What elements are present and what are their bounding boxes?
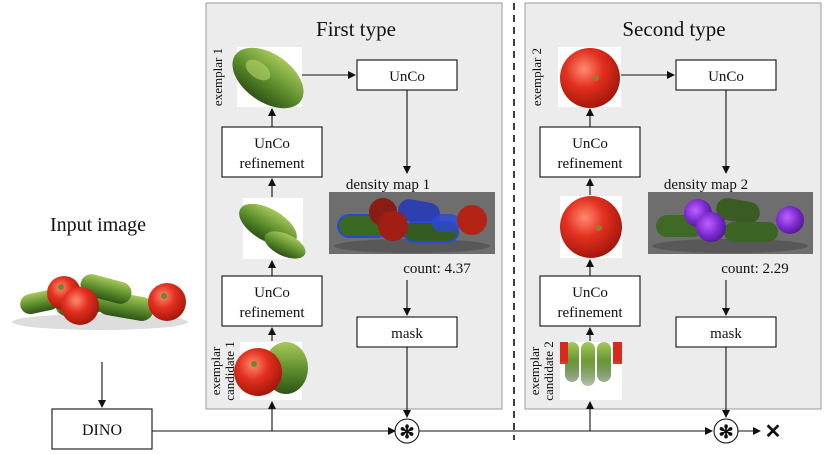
unco-box-1: [356, 59, 458, 91]
refine-1b-line2: refinement: [240, 305, 306, 321]
density-map-1-image: [329, 192, 495, 254]
candidate-1-label-line1: exemplar: [208, 346, 223, 395]
density-map-1-label: density map 1: [346, 177, 430, 193]
panel-1-title: First type: [316, 17, 396, 41]
exemplar-1-label: exemplar 1: [210, 48, 225, 106]
multiply-node-1: [394, 418, 420, 444]
unco-refinement-box-1b: [221, 275, 323, 327]
refine-1b-line1: UnCo: [254, 285, 290, 301]
mask-box-1: [356, 316, 458, 348]
unco-refinement-box-1a: [221, 126, 323, 178]
input-image: [12, 274, 188, 330]
count-2-label: count: 2.29: [721, 261, 789, 277]
density-map-2-label: density map 2: [664, 177, 748, 193]
intermediate-crop-2: [560, 196, 622, 258]
intermediate-crop-1: [239, 198, 306, 259]
refine-2b-line1: UnCo: [572, 285, 608, 301]
multiply-2-symbol: ✻: [718, 422, 733, 442]
input-image-label: Input image: [50, 214, 146, 236]
exemplar-candidate-2-image: [560, 342, 622, 400]
exemplar-1-image: [232, 47, 304, 109]
exemplar-candidate-1-image: [234, 342, 308, 400]
candidate-2-label-line1: exemplar: [527, 346, 542, 395]
unco-refinement-box-2b: [539, 275, 641, 327]
dino-box: [51, 408, 153, 450]
refine-2a-line2: refinement: [558, 156, 624, 172]
unco-refinement-box-2a: [539, 126, 641, 178]
exemplar-2-label: exemplar 2: [529, 48, 544, 106]
panel-2-title: Second type: [622, 17, 725, 41]
exemplar-2-image: [558, 47, 621, 108]
refine-2a-line1: UnCo: [572, 136, 608, 152]
refine-1a-line1: UnCo: [254, 136, 290, 152]
density-map-2-image: [648, 192, 813, 254]
unco-1-label: UnCo: [389, 69, 425, 85]
multiply-node-2: [713, 418, 739, 444]
candidate-2-label-line2: candidate 2: [541, 341, 556, 401]
unco-2-label: UnCo: [708, 69, 744, 85]
count-1-label: count: 4.37: [403, 261, 471, 277]
multiply-1-symbol: ✻: [399, 422, 414, 442]
unco-box-2: [675, 59, 777, 91]
refine-2b-line2: refinement: [558, 305, 624, 321]
stop-x-icon: ✕: [765, 421, 782, 443]
candidate-1-label-line2: candidate 1: [222, 341, 237, 401]
refine-1a-line2: refinement: [240, 156, 306, 172]
mask-1-label: mask: [391, 326, 423, 342]
mask-2-label: mask: [710, 326, 742, 342]
dino-label: DINO: [82, 422, 122, 439]
mask-box-2: [675, 316, 777, 348]
